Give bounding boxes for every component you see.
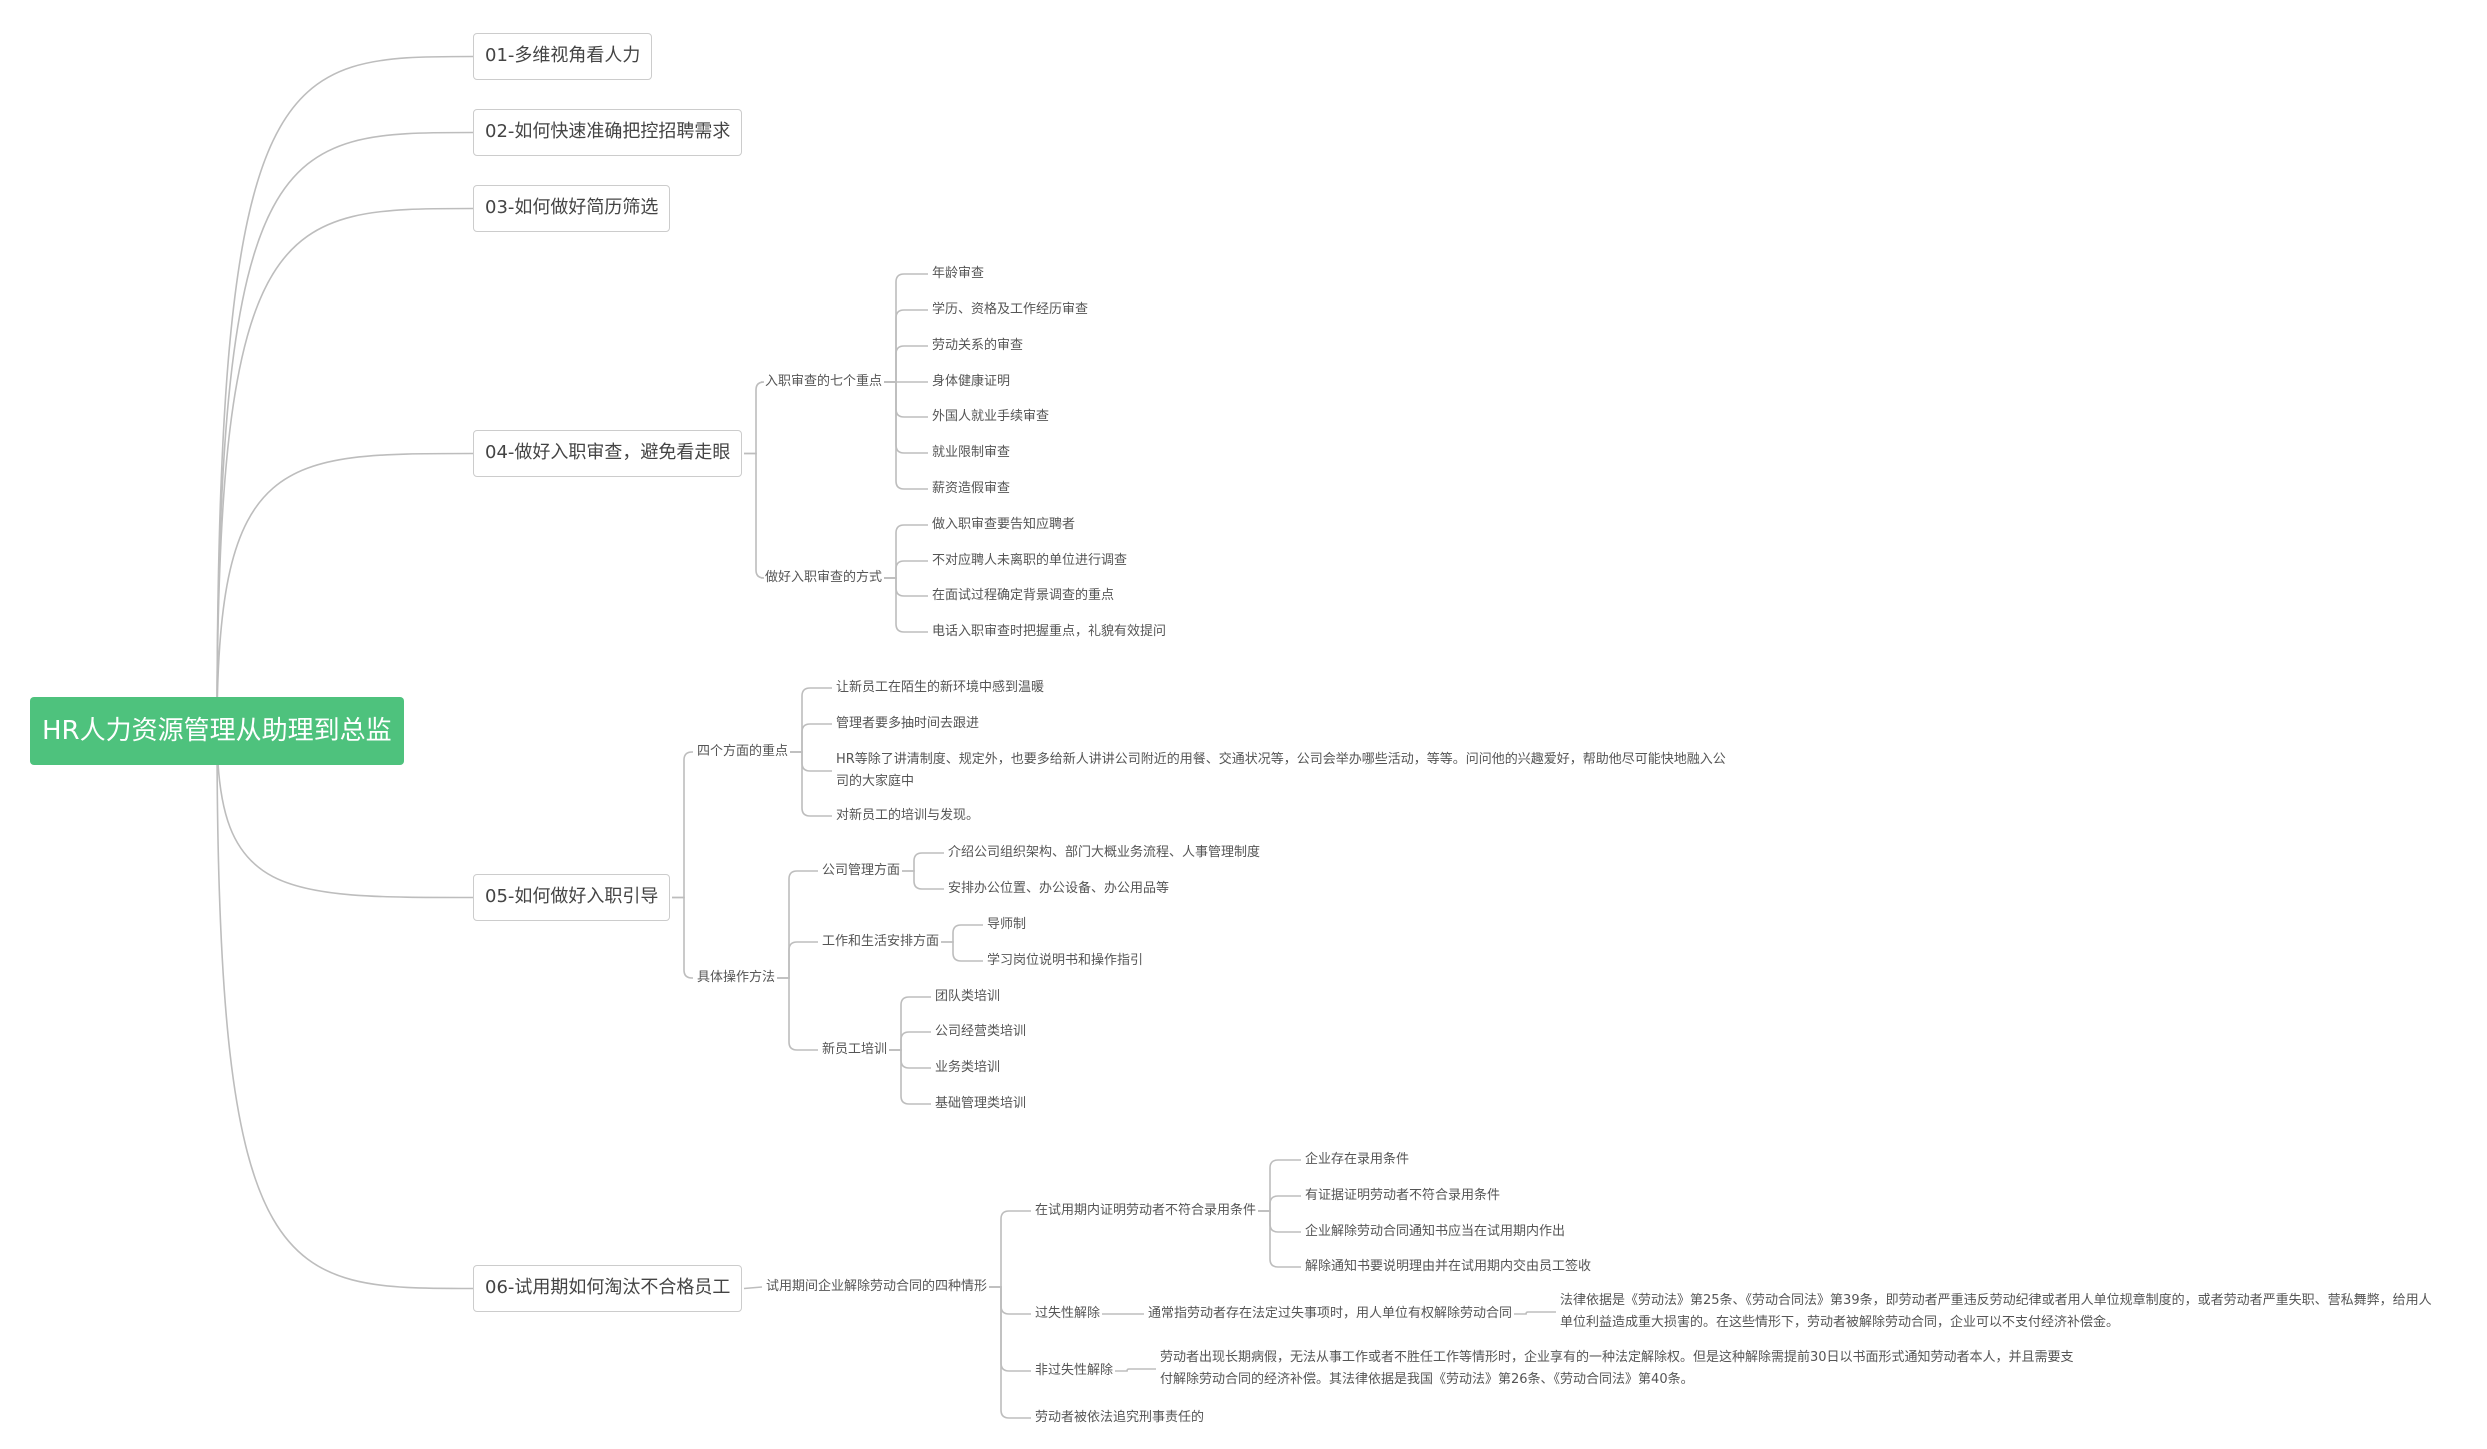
node-t3[interactable]: 03-如何做好简历筛选 — [473, 185, 671, 232]
link-t5b-t5b1 — [777, 870, 818, 979]
link-t4b-t4b1 — [884, 524, 928, 579]
link-t6a3-t6a3a — [1115, 1368, 1156, 1372]
link-t4-t4a — [744, 381, 765, 455]
node-t6a1c[interactable]: 企业解除劳动合同通知书应当在试用期内作出 — [1305, 1224, 1566, 1239]
node-t6a1b[interactable]: 有证据证明劳动者不符合录用条件 — [1305, 1188, 1501, 1203]
link-root-t5 — [216, 730, 474, 899]
link-t4a-t4a2 — [884, 309, 928, 383]
node-t6a1d[interactable]: 解除通知书要说明理由并在试用期内交由员工签收 — [1305, 1259, 1592, 1274]
link-root-t2 — [216, 131, 474, 732]
node-t6a4[interactable]: 劳动者被依法追究刑事责任的 — [1035, 1410, 1205, 1425]
node-t4b2[interactable]: 不对应聘人未离职的单位进行调查 — [932, 553, 1128, 568]
node-t4b[interactable]: 做好入职审查的方式 — [765, 570, 883, 585]
link-t5-t5b — [672, 896, 693, 979]
link-root-t6 — [216, 730, 474, 1290]
link-t5b3-t5b3d — [889, 1049, 931, 1105]
link-root-t1 — [216, 55, 474, 732]
link-t6a2a-t6a2a1 — [1514, 1311, 1556, 1315]
node-t5a1[interactable]: 让新员工在陌生的新环境中感到温暖 — [836, 680, 1045, 695]
node-t4a7[interactable]: 薪资造假审查 — [932, 481, 1011, 496]
link-t4b-t4b4 — [884, 577, 928, 633]
link-t5b3-t5b3a — [889, 996, 931, 1051]
node-t5b3c[interactable]: 业务类培训 — [935, 1060, 1001, 1075]
node-t4b3[interactable]: 在面试过程确定背景调查的重点 — [932, 588, 1115, 603]
link-t5a-t5a4 — [790, 751, 832, 817]
link-t6a-t6a4 — [989, 1286, 1031, 1419]
link-t6a1-t6a1d — [1258, 1210, 1301, 1268]
node-t5b[interactable]: 具体操作方法 — [697, 970, 776, 985]
link-t5b2-t5b2b — [941, 941, 983, 962]
node-t5b1a[interactable]: 介绍公司组织架构、部门大概业务流程、人事管理制度 — [948, 845, 1261, 860]
node-t5a3[interactable]: HR等除了讲清制度、规定外，也要多给新人讲讲公司附近的用餐、交通状况等，公司会举… — [836, 752, 1726, 789]
link-t6a1-t6a1b — [1258, 1195, 1301, 1212]
link-t5b-t5b3 — [777, 977, 818, 1051]
link-t5b1-t5b1b — [902, 870, 944, 890]
node-t5b3d[interactable]: 基础管理类培训 — [935, 1096, 1027, 1111]
node-t5b3b[interactable]: 公司经营类培训 — [935, 1024, 1027, 1039]
node-t5b2a[interactable]: 导师制 — [987, 917, 1027, 932]
node-t4a[interactable]: 入职审查的七个重点 — [765, 374, 883, 389]
node-t4a6[interactable]: 就业限制审查 — [932, 445, 1011, 460]
node-t5a4[interactable]: 对新员工的培训与发现。 — [836, 808, 980, 823]
node-t6a2[interactable]: 过失性解除 — [1035, 1306, 1101, 1321]
root-node[interactable]: HR人力资源管理从助理到总监 — [30, 697, 404, 765]
node-t6a1a[interactable]: 企业存在录用条件 — [1305, 1152, 1410, 1167]
link-t5b1-t5b1a — [902, 852, 944, 872]
link-t5-t5a — [672, 751, 693, 899]
link-root-t4 — [216, 452, 474, 732]
node-t4a5[interactable]: 外国人就业手续审查 — [932, 409, 1050, 424]
node-t6a[interactable]: 试用期间企业解除劳动合同的四种情形 — [766, 1279, 988, 1294]
link-root-t3 — [216, 207, 474, 732]
node-t6a3[interactable]: 非过失性解除 — [1035, 1363, 1114, 1378]
node-t6a2a[interactable]: 通常指劳动者存在法定过失事项时，用人单位有权解除劳动合同 — [1148, 1306, 1513, 1321]
node-t5[interactable]: 05-如何做好入职引导 — [473, 874, 671, 921]
link-t4b-t4b2 — [884, 560, 928, 579]
link-t5a-t5a2 — [790, 723, 832, 753]
node-t6[interactable]: 06-试用期如何淘汰不合格员工 — [473, 1265, 743, 1312]
node-t2[interactable]: 02-如何快速准确把控招聘需求 — [473, 109, 743, 156]
link-t6a-t6a1 — [989, 1210, 1031, 1288]
node-t4b1[interactable]: 做入职审查要告知应聘者 — [932, 517, 1076, 532]
node-t5b2[interactable]: 工作和生活安排方面 — [822, 934, 940, 949]
link-t5b-t5b2 — [777, 941, 818, 979]
link-t4-t4b — [744, 452, 765, 579]
node-t5b3a[interactable]: 团队类培训 — [935, 989, 1001, 1004]
node-t6a1[interactable]: 在试用期内证明劳动者不符合录用条件 — [1035, 1203, 1257, 1218]
link-t4a-t4a3 — [884, 345, 928, 383]
node-t5b1b[interactable]: 安排办公位置、办公设备、办公用品等 — [948, 881, 1170, 896]
node-t4a3[interactable]: 劳动关系的审查 — [932, 338, 1024, 353]
node-t4[interactable]: 04-做好入职审查，避免看走眼 — [473, 430, 743, 477]
node-t4b4[interactable]: 电话入职审查时把握重点，礼貌有效提问 — [932, 624, 1167, 639]
node-t5a2[interactable]: 管理者要多抽时间去跟进 — [836, 716, 980, 731]
link-t4a-t4a1 — [884, 273, 928, 383]
link-t5a-t5a1 — [790, 687, 832, 753]
node-t5b3[interactable]: 新员工培训 — [822, 1042, 888, 1057]
link-t4a-t4a7 — [884, 381, 928, 490]
link-t6-t6a — [743, 1286, 763, 1290]
node-t6a2a1[interactable]: 法律依据是《劳动法》第25条、《劳动合同法》第39条，即劳动者严重违反劳动纪律或… — [1560, 1293, 2432, 1330]
link-t5b3-t5b3b — [889, 1031, 931, 1051]
node-t5b1[interactable]: 公司管理方面 — [822, 863, 901, 878]
node-t5a[interactable]: 四个方面的重点 — [697, 744, 789, 759]
node-t4a1[interactable]: 年龄审查 — [932, 266, 985, 281]
node-t4a4[interactable]: 身体健康证明 — [932, 374, 1011, 389]
node-t5b2b[interactable]: 学习岗位说明书和操作指引 — [987, 953, 1144, 968]
node-t4a2[interactable]: 学历、资格及工作经历审查 — [932, 302, 1089, 317]
link-t5b2-t5b2a — [941, 924, 983, 943]
node-t6a3a[interactable]: 劳动者出现长期病假，无法从事工作或者不胜任工作等情形时，企业享有的一种法定解除权… — [1160, 1350, 2074, 1387]
link-t6a1-t6a1a — [1258, 1159, 1301, 1212]
node-t1[interactable]: 01-多维视角看人力 — [473, 33, 653, 80]
